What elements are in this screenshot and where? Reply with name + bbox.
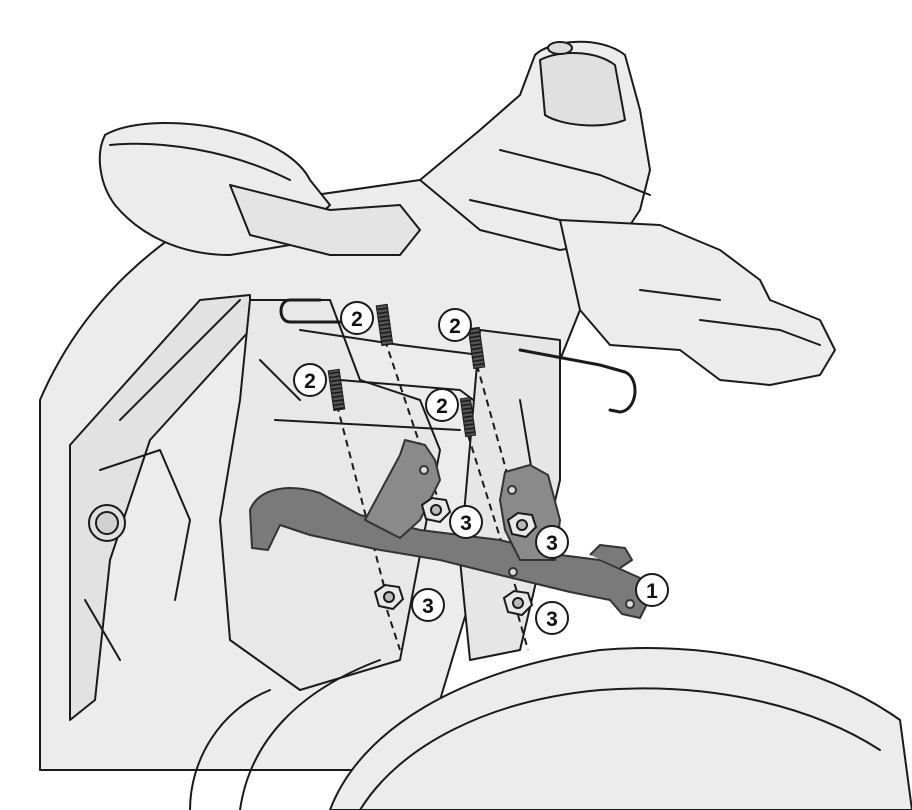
callout-2-label: 2 [304,370,316,393]
callout-1-bracket: 1 [635,573,669,607]
callout-2-spring-rear-left: 2 [293,363,327,397]
callout-3-nut-lower-right: 3 [535,601,569,635]
callout-2-spring-rear-right: 2 [340,301,374,335]
spring-front-right [467,326,486,370]
callout-2-label: 2 [436,395,448,418]
callout-3-nut-upper-left: 3 [449,505,483,539]
spring-rear-left [327,368,346,412]
callout-3-label: 3 [422,595,434,618]
callout-2-label: 2 [351,308,363,331]
nut-lower-left [373,583,405,611]
callout-2-label: 2 [449,315,461,338]
callout-3-label: 3 [460,512,472,535]
callout-1-label: 1 [646,580,658,603]
scooter-body [39,40,912,810]
spring-front-left [459,396,477,438]
callout-2-spring-front-right: 2 [438,308,472,342]
spring-rear-right [375,303,394,347]
nut-upper-left [420,496,452,524]
nut-upper-right [506,511,538,539]
callout-3-nut-lower-left: 3 [411,588,445,622]
callout-2-spring-front-left: 2 [425,388,459,422]
callout-3-nut-upper-right: 3 [535,525,569,559]
nut-lower-right [502,589,534,617]
callout-3-label: 3 [546,608,558,631]
callout-3-label: 3 [546,532,558,555]
